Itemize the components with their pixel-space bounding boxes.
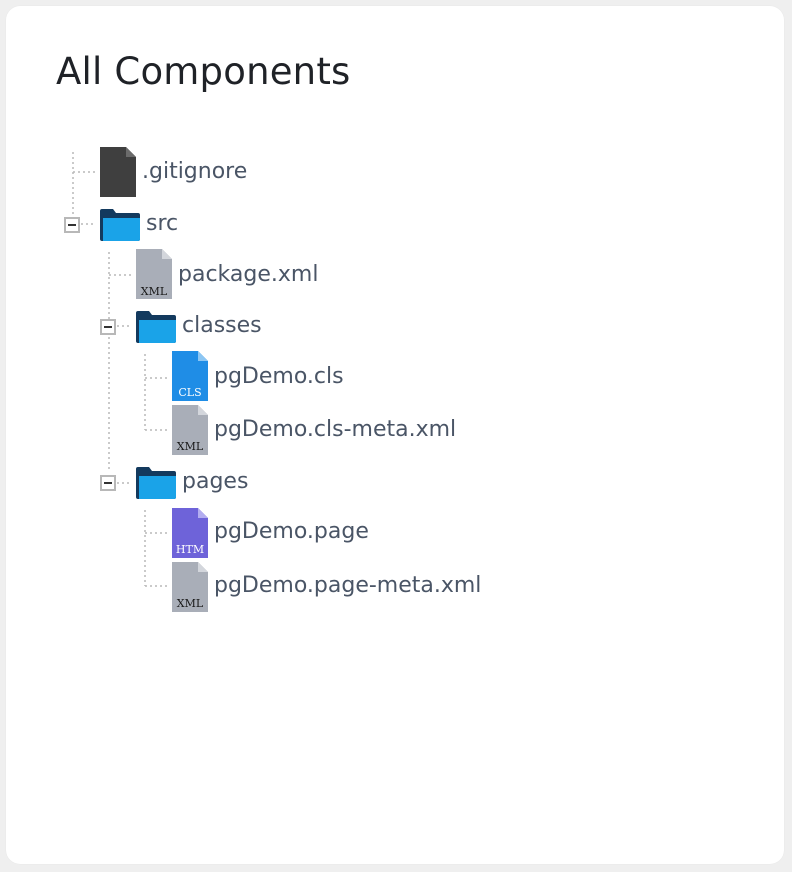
folder-icon	[136, 467, 176, 499]
collapse-src-toggle[interactable]	[64, 217, 80, 233]
folder-icon	[136, 311, 176, 343]
tree-item-pgdemo-page-meta-xml[interactable]: pgDemo.page-meta.xml	[214, 573, 482, 598]
cls-file-icon: CLS	[172, 351, 208, 401]
svg-text:XML: XML	[141, 285, 168, 298]
file-tree: .gitignore src XML package.xml classes C…	[6, 6, 784, 864]
panel-title: All Components	[56, 50, 351, 93]
xml-file-icon: XML	[172, 562, 208, 612]
tree-connector-lines	[72, 152, 168, 587]
svg-text:XML: XML	[177, 440, 204, 453]
tree-item-pgdemo-page[interactable]: pgDemo.page	[214, 519, 369, 544]
components-panel: All Components	[6, 6, 784, 864]
generic-file-icon	[100, 147, 136, 197]
xml-file-icon: XML	[136, 249, 172, 299]
collapse-classes-toggle[interactable]	[100, 319, 116, 335]
svg-text:XML: XML	[177, 597, 204, 610]
tree-item-pgdemo-cls-meta-xml[interactable]: pgDemo.cls-meta.xml	[214, 417, 457, 442]
tree-item-package-xml[interactable]: package.xml	[178, 262, 319, 287]
tree-item-gitignore[interactable]: .gitignore	[142, 159, 248, 184]
folder-icon	[100, 209, 140, 241]
svg-text:CLS: CLS	[178, 386, 201, 399]
tree-item-src[interactable]: src	[146, 211, 179, 236]
svg-text:HTM: HTM	[176, 543, 204, 556]
xml-file-icon: XML	[172, 405, 208, 455]
collapse-pages-toggle[interactable]	[100, 475, 116, 491]
tree-item-pages[interactable]: pages	[182, 469, 249, 494]
tree-item-classes[interactable]: classes	[182, 313, 262, 338]
htm-file-icon: HTM	[172, 508, 208, 558]
tree-item-pgdemo-cls[interactable]: pgDemo.cls	[214, 364, 344, 389]
